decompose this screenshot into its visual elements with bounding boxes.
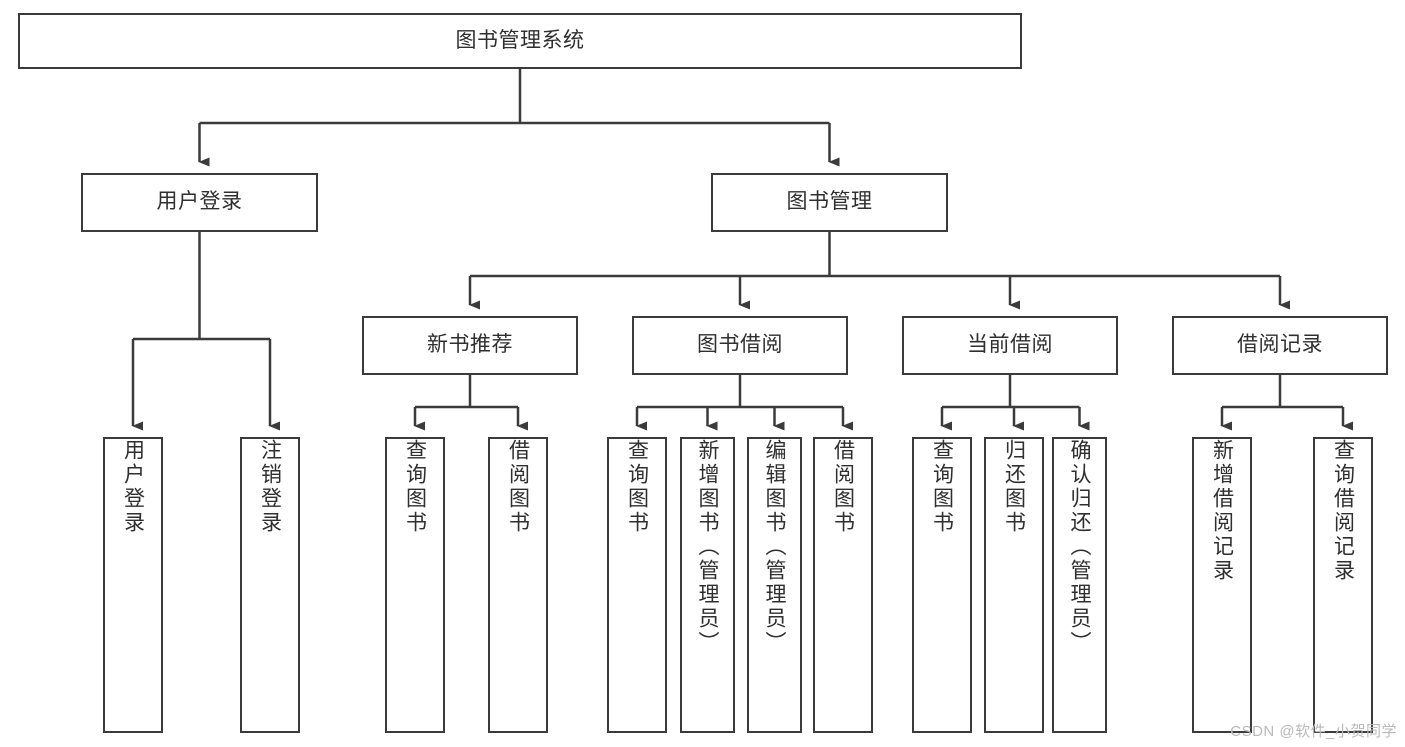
node-label: 查询图书 (403, 439, 427, 535)
node-l2-record[interactable]: 借阅记录 (1172, 316, 1388, 375)
node-root[interactable]: 图书管理系统 (18, 13, 1022, 69)
node-leaf-b-edit[interactable]: 编辑图书（管理员） (747, 437, 802, 733)
node-leaf-c-query[interactable]: 查询图书 (912, 437, 972, 733)
node-leaf-c-confirm[interactable]: 确认归还（管理员） (1052, 437, 1107, 733)
node-label: 编辑图书（管理员） (763, 439, 786, 655)
node-label: 图书借阅 (697, 333, 783, 357)
node-l2-current[interactable]: 当前借阅 (902, 316, 1118, 375)
node-label: 查询图书 (625, 439, 649, 535)
node-leaf-new-borrow[interactable]: 借阅图书 (488, 437, 548, 733)
node-label: 查询图书 (930, 439, 954, 535)
node-leaf-b-lend[interactable]: 借阅图书 (813, 437, 873, 733)
node-l1-book[interactable]: 图书管理 (711, 173, 948, 232)
node-label: 归还图书 (1002, 439, 1026, 535)
node-label: 借阅图书 (831, 439, 855, 535)
node-label: 借阅记录 (1237, 333, 1323, 357)
node-label: 查询借阅记录 (1331, 439, 1355, 583)
node-label: 确认归还（管理员） (1068, 439, 1091, 655)
node-l2-new[interactable]: 新书推荐 (362, 316, 578, 375)
node-leaf-c-return[interactable]: 归还图书 (984, 437, 1044, 733)
node-label: 借阅图书 (506, 439, 530, 535)
node-l2-borrow[interactable]: 图书借阅 (632, 316, 848, 375)
node-label: 注销登录 (258, 439, 282, 535)
node-leaf-b-add[interactable]: 新增图书（管理员） (680, 437, 735, 733)
node-label: 新增图书（管理员） (696, 439, 719, 655)
node-label: 图书管理系统 (455, 28, 585, 52)
node-label: 用户登录 (156, 190, 243, 214)
node-label: 图书管理 (786, 190, 873, 214)
node-leaf-r-add[interactable]: 新增借阅记录 (1192, 437, 1252, 733)
node-leaf-new-query[interactable]: 查询图书 (385, 437, 445, 733)
node-label: 当前借阅 (967, 333, 1053, 357)
node-label: 新书推荐 (427, 333, 513, 357)
node-leaf-r-query[interactable]: 查询借阅记录 (1313, 437, 1373, 733)
node-leaf-login[interactable]: 用户登录 (103, 437, 163, 733)
node-label: 用户登录 (121, 439, 145, 535)
node-l1-login[interactable]: 用户登录 (81, 173, 318, 232)
node-leaf-b-query[interactable]: 查询图书 (607, 437, 667, 733)
node-label: 新增借阅记录 (1210, 439, 1234, 583)
connector-lines (131, 69, 1353, 431)
node-leaf-logout[interactable]: 注销登录 (240, 437, 300, 733)
